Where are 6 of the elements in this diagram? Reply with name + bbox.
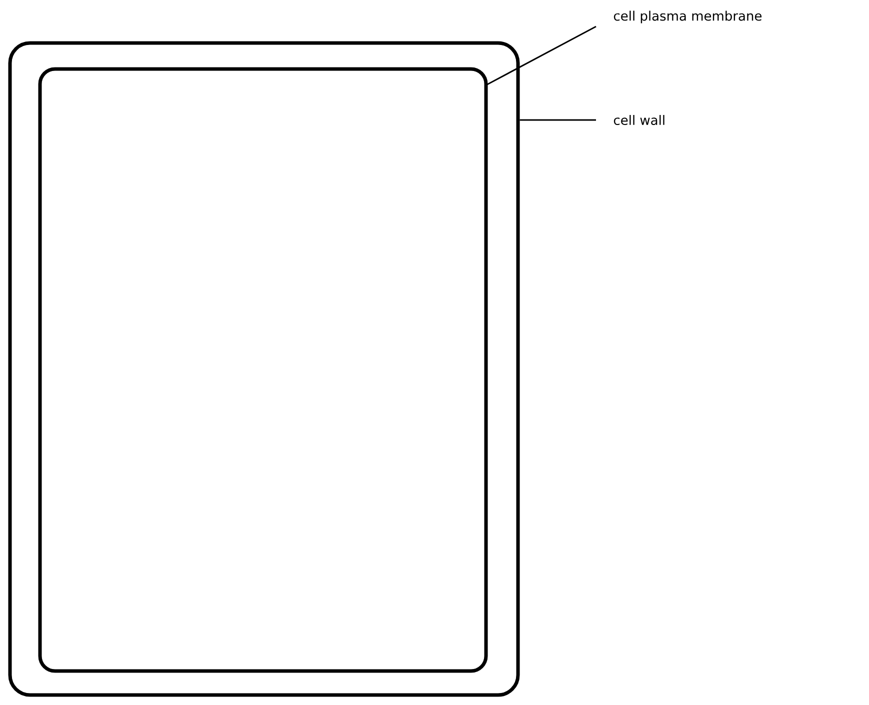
leader-line (485, 26, 596, 86)
leader-line (520, 119, 596, 121)
label-text: cell plasma membrane (614, 10, 762, 24)
label-text: cell wall (614, 114, 664, 126)
cell-wall-outline (8, 41, 520, 697)
membrane-outline (38, 67, 488, 673)
